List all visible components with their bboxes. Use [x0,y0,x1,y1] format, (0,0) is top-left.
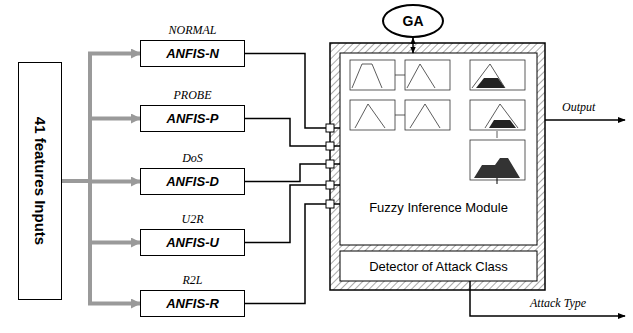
signal-connector [245,185,340,243]
classifier-box: PROBEANFIS-P [140,105,245,132]
classifier-name: ANFIS-N [166,46,219,61]
classifier-name: ANFIS-P [167,111,219,126]
input-port [326,124,334,132]
class-heading: PROBE [121,88,264,103]
feature-feed-arrow [62,119,140,182]
output-wire [545,119,625,121]
input-port [326,200,334,208]
input-port [326,181,334,189]
module-box: Fuzzy Inference Module [340,53,537,245]
signal-connector [245,204,340,304]
class-heading: U2R [121,212,264,227]
feature-feed-arrow [62,181,140,243]
class-heading: DoS [121,151,264,166]
classifier-name: ANFIS-D [166,174,219,189]
classifier-name: ANFIS-R [166,296,219,311]
attack-type-label: Attack Type [528,296,588,311]
signal-connector [412,38,414,53]
module-label: Fuzzy Inference Module [367,200,510,215]
classifier-box: NORMALANFIS-N [140,40,245,67]
module-label: Detector of Attack Class [367,259,510,274]
feature-feed-arrow [62,54,140,182]
module-box: Detector of Attack Class [340,251,537,281]
classifier-name: ANFIS-U [166,235,219,250]
input-port [326,142,334,150]
attack-type-wire [470,281,625,316]
input-label: 41 features Inputs [32,117,49,245]
output-label: Output [560,100,597,115]
ga-ellipse: GA [382,4,444,38]
classifier-box: DoSANFIS-D [140,168,245,195]
input-box: 41 features Inputs [18,62,62,300]
class-heading: R2L [121,273,264,288]
classifier-box: U2RANFIS-U [140,229,245,256]
classifier-box: R2LANFIS-R [140,290,245,317]
class-heading: NORMAL [121,23,264,38]
hatched-housing [330,43,545,290]
ga-label: GA [403,13,424,29]
input-port [326,160,334,168]
signal-connector [245,54,340,129]
module-ground [340,53,537,245]
feature-feed-arrow [62,181,140,304]
detector-ground [340,251,537,281]
